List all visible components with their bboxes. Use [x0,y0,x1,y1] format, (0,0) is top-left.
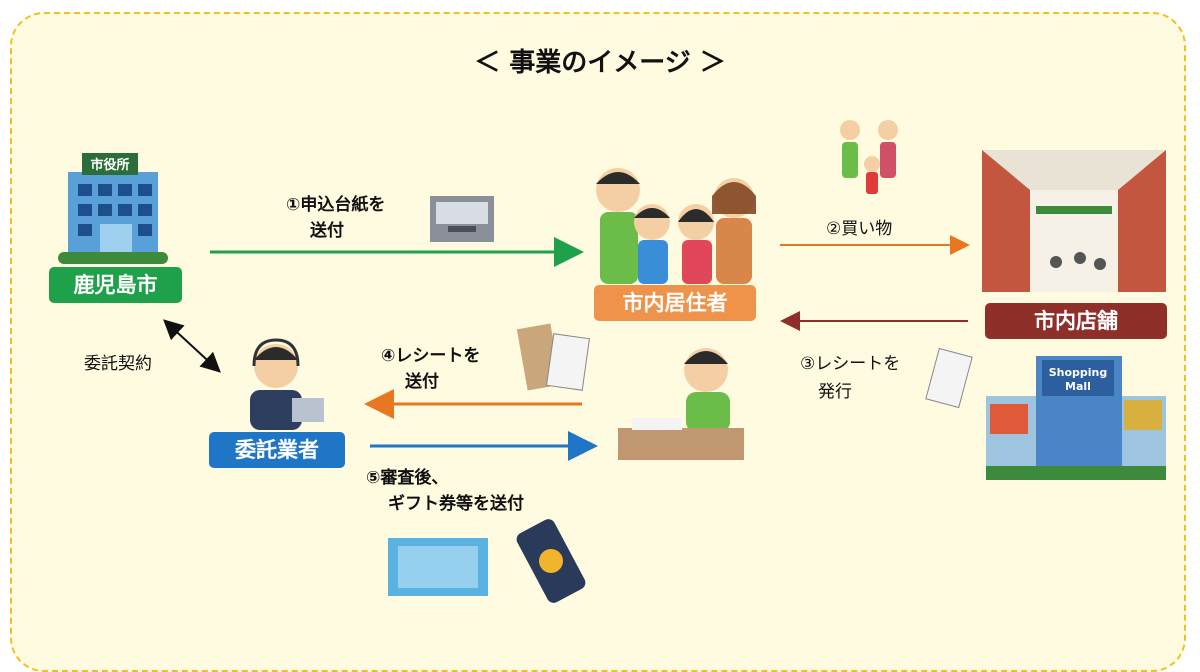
label-step3-line1: ③レシートを [800,354,901,374]
gift-card-icon [388,538,488,596]
illustrations-layer: 市役所 Shopping Mall [58,120,1166,603]
arrow-contract [163,319,221,373]
mall-sign-line2: Mall [1065,380,1091,393]
shopping-arcade-icon [982,150,1166,292]
family-icon [596,168,756,284]
label-step4-line1: ④レシートを [381,346,481,366]
mall-sign-line1: Shopping [1049,366,1108,379]
label-step4-line2: 送付 [405,372,439,392]
diagram-title: ＜ 事業のイメージ ＞ [474,48,726,78]
receipts-icon [516,323,591,391]
shoppers-icon [840,120,898,194]
label-step3-line2: 発行 [818,382,852,402]
smartphone-icon [516,519,586,603]
person-at-desk-icon [618,348,744,460]
receipt-icon [925,347,973,409]
operator-icon [250,338,324,430]
label-step2: ②買い物 [826,219,893,239]
city-hall-sign: 市役所 [90,157,129,173]
node-contractor: 委託業者 [209,432,345,468]
city-hall-icon [58,153,168,264]
node-stores: 市内店舗 [985,303,1167,339]
label-step5-line2: ギフト券等を送付 [388,494,524,514]
label-step1-line1: ①申込台紙を [286,195,386,215]
node-city: 鹿児島市 [49,267,182,303]
mailbox-icon [430,196,494,242]
node-residents: 市内居住者 [594,285,756,321]
label-step1-line2: 送付 [310,221,344,241]
label-contract: 委託契約 [84,354,152,374]
label-step5-line1: ⑤審査後、 [366,468,449,488]
shopping-mall-icon [986,356,1166,480]
